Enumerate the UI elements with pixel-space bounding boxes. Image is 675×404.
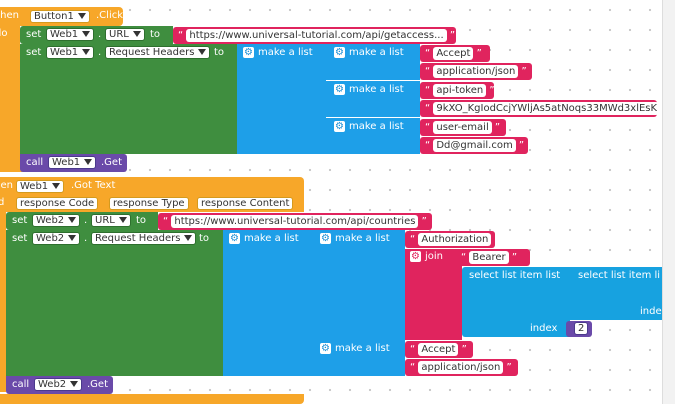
make-list-label: ⚙make a list bbox=[334, 120, 404, 132]
select-list-item-inner[interactable] bbox=[570, 267, 662, 320]
application-json-string[interactable]: “ application/json ” bbox=[405, 359, 518, 376]
gottext-event-label: .Got Text bbox=[71, 180, 116, 191]
make-list-label: ⚙make a list bbox=[243, 46, 313, 58]
make-list-label: ⚙make a list bbox=[334, 46, 404, 58]
accept-key-string[interactable]: “ Accept ” bbox=[405, 341, 473, 358]
set-keyword: set bbox=[12, 215, 28, 226]
web1-dropdown[interactable]: Web1 bbox=[46, 28, 95, 41]
index-label: index bbox=[530, 323, 558, 334]
make-list-pair-authorization[interactable] bbox=[313, 230, 405, 340]
select-list-item-label: select list item li bbox=[578, 270, 661, 281]
accept-key-string[interactable]: “ Accept ” bbox=[420, 45, 490, 62]
api-token-value-string[interactable]: “ 9kXO_KgIodCcjYWljAs5atNoqs33MWd3xlEsKm bbox=[420, 100, 657, 117]
make-list-outer-block[interactable] bbox=[223, 230, 313, 376]
url-property-dropdown[interactable]: URL bbox=[105, 28, 145, 41]
gear-icon[interactable]: ⚙ bbox=[334, 46, 345, 58]
make-list-label: ⚙make a list bbox=[334, 83, 404, 95]
get-method-label: .Get bbox=[87, 379, 109, 390]
get-method-label: .Get bbox=[101, 157, 123, 168]
param-response-content[interactable]: response Content bbox=[197, 197, 294, 210]
gear-icon[interactable]: ⚙ bbox=[334, 120, 345, 132]
select-list-item-outer[interactable] bbox=[462, 267, 570, 337]
web2-call-dropdown[interactable]: Web2 bbox=[34, 378, 83, 391]
make-list-label: ⚙make a list bbox=[320, 232, 390, 244]
url-property-dropdown[interactable]: URL bbox=[91, 214, 131, 227]
gear-icon[interactable]: ⚙ bbox=[410, 250, 421, 262]
index-label-partial: inde bbox=[640, 306, 662, 317]
chevron-down-icon bbox=[68, 217, 77, 223]
to-keyword: to bbox=[199, 233, 210, 244]
param-response-code[interactable]: response Code bbox=[16, 197, 99, 210]
chevron-down-icon bbox=[184, 235, 193, 241]
dot-separator: . bbox=[84, 215, 88, 226]
chevron-down-icon bbox=[118, 217, 127, 223]
dot-separator: . bbox=[98, 47, 102, 58]
gear-icon[interactable]: ⚙ bbox=[243, 46, 254, 58]
set-keyword: set bbox=[12, 233, 28, 244]
web2-dropdown[interactable]: Web2 bbox=[32, 232, 81, 245]
chevron-down-icon bbox=[84, 159, 93, 165]
make-list-outer-block[interactable] bbox=[237, 44, 326, 154]
bearer-string[interactable]: “ Bearer ” bbox=[456, 249, 530, 266]
index-number-value[interactable]: 2 bbox=[574, 322, 589, 335]
make-list-label: ⚙make a list bbox=[229, 232, 299, 244]
make-list-label: ⚙make a list bbox=[320, 342, 390, 354]
event-web1-body-strip bbox=[0, 212, 6, 392]
when-keyword: when bbox=[0, 180, 14, 191]
do-keyword: do bbox=[0, 28, 8, 39]
set-keyword: set bbox=[26, 29, 42, 40]
to-keyword: to bbox=[150, 29, 161, 40]
application-json-string[interactable]: “ application/json ” bbox=[420, 63, 532, 80]
call-keyword: call bbox=[12, 379, 30, 390]
set-web1-headers-block[interactable] bbox=[20, 44, 237, 154]
chevron-down-icon bbox=[68, 235, 77, 241]
url-string-block[interactable]: “ https://www.universal-tutorial.com/api… bbox=[173, 27, 456, 44]
set-keyword: set bbox=[26, 47, 42, 58]
join-label: ⚙join bbox=[410, 250, 444, 262]
click-event-label: .Click bbox=[96, 10, 124, 21]
select-list-item-label: select list item list bbox=[469, 270, 561, 281]
join-block[interactable] bbox=[405, 249, 462, 340]
request-headers-dropdown[interactable]: Request Headers bbox=[105, 46, 211, 59]
gear-icon[interactable]: ⚙ bbox=[320, 232, 331, 244]
event-web1-footer bbox=[0, 394, 304, 404]
chevron-down-icon bbox=[82, 31, 91, 37]
event-button1-click[interactable] bbox=[0, 7, 20, 172]
button1-dropdown[interactable]: Button1 bbox=[30, 10, 90, 23]
chevron-down-icon bbox=[82, 49, 91, 55]
chevron-down-icon bbox=[52, 183, 61, 189]
to-keyword: to bbox=[214, 47, 225, 58]
web1-dropdown[interactable]: Web1 bbox=[46, 46, 95, 59]
web1-event-dropdown[interactable]: Web1 bbox=[16, 180, 65, 193]
call-keyword: call bbox=[26, 157, 44, 168]
do-keyword: d bbox=[0, 197, 5, 208]
gear-icon[interactable]: ⚙ bbox=[320, 342, 331, 354]
chevron-down-icon bbox=[198, 49, 207, 55]
web1-call-dropdown[interactable]: Web1 bbox=[48, 156, 97, 169]
dot-separator: . bbox=[84, 233, 88, 244]
chevron-down-icon bbox=[70, 381, 79, 387]
chevron-down-icon bbox=[77, 13, 86, 19]
countries-url-string[interactable]: “ https://www.universal-tutorial.com/api… bbox=[158, 213, 432, 230]
dot-separator: . bbox=[98, 29, 102, 40]
param-response-type[interactable]: response Type bbox=[109, 197, 189, 210]
workspace-scrollbar[interactable] bbox=[662, 0, 675, 404]
when-keyword: when bbox=[0, 10, 20, 21]
request-headers-dropdown[interactable]: Request Headers bbox=[91, 232, 197, 245]
to-keyword: to bbox=[136, 215, 147, 226]
scrollbar-thumb[interactable] bbox=[665, 0, 673, 8]
api-token-key-string[interactable]: “ api-token ” bbox=[420, 82, 494, 99]
authorization-key-string[interactable]: “ Authorization ” bbox=[405, 231, 495, 248]
gear-icon[interactable]: ⚙ bbox=[334, 83, 345, 95]
user-email-key-string[interactable]: “ user-email ” bbox=[420, 119, 506, 136]
web2-dropdown[interactable]: Web2 bbox=[32, 214, 81, 227]
set-web2-headers-block[interactable] bbox=[6, 230, 223, 376]
email-value-string[interactable]: “ Dd@gmail.com ” bbox=[420, 137, 528, 154]
gear-icon[interactable]: ⚙ bbox=[229, 232, 240, 244]
chevron-down-icon bbox=[132, 31, 141, 37]
